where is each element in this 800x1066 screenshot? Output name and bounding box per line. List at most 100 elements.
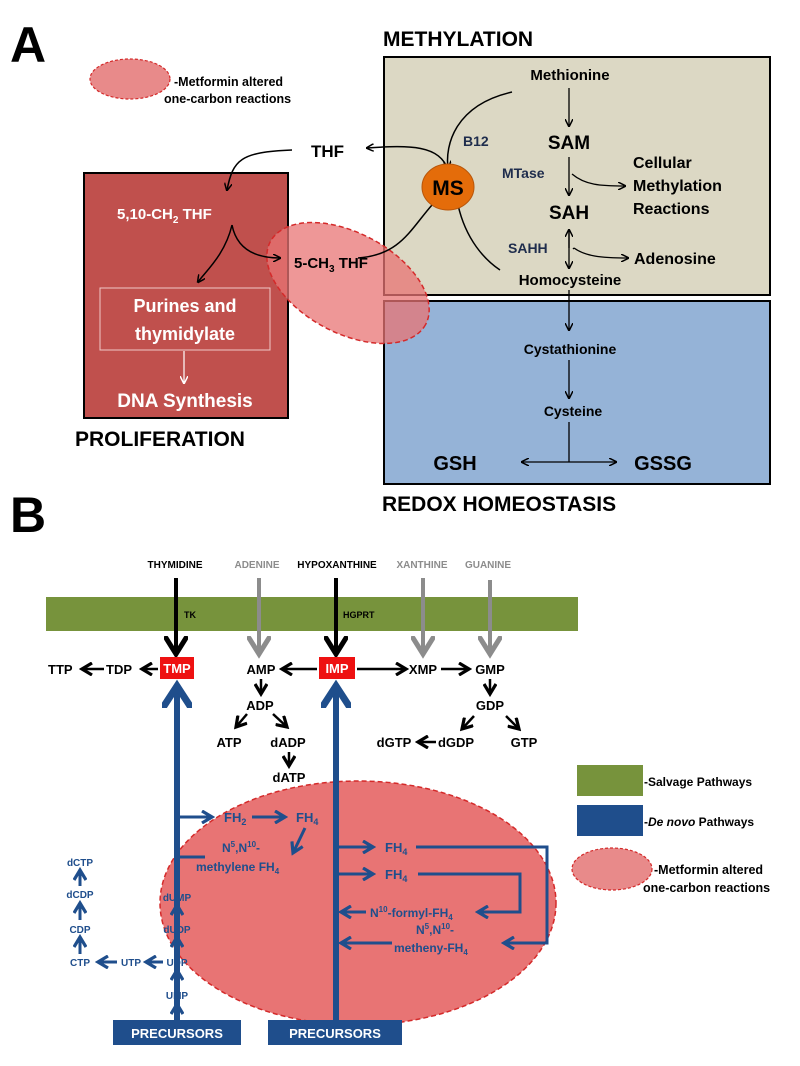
sahh-label: SAHH [508,240,548,256]
arrow-ms-thf [367,147,449,171]
cellular-label-3: Reactions [633,201,710,218]
line-ms-homocysteine [457,204,501,271]
ms-enzyme-circle [421,163,475,211]
gssg-label: GSSG [634,453,692,475]
metformin-region-b [159,780,557,1026]
panel-b-label: B [10,487,46,543]
metheny-label-1: N5,N10- [416,922,454,937]
sah-label: SAH [549,203,589,224]
tk-label: TK [184,610,196,620]
methylene-label-1: N5,N10- [222,840,260,855]
precursors-left-label: PRECURSORS [131,1026,223,1041]
arrow-sahh-adenosine [573,247,628,258]
legend-metformin-b-line2: one-carbon reactions [643,881,770,895]
legend-denovo-swatch [577,805,643,836]
atp-label: ATP [216,735,241,750]
udp-label: UDP [166,958,187,969]
dctp-label: dCTP [67,858,93,869]
gsh-label: GSH [433,453,476,475]
legend-metformin-line2: one-carbon reactions [164,92,291,106]
ctp-label: CTP [70,958,90,969]
purines-box [99,287,271,351]
legend-metformin-b-line1: -Metformin altered [654,863,763,877]
gmp-label: GMP [475,662,505,677]
fh4-b-label: FH4 [385,867,407,884]
redox-box [383,300,771,485]
legend-denovo-label: -De novo Pathways [644,815,754,829]
metformin-region-a [266,221,430,345]
formyl-label: N10-formyl-FH4 [370,905,453,922]
cysteine-label: Cysteine [544,403,603,419]
fh4-label: FH4 [296,810,318,827]
ttp-label: TTP [48,662,73,677]
thf-label: THF [311,142,344,161]
imp-label: IMP [325,661,348,676]
redox-title: REDOX HOMEOSTASIS [382,493,616,516]
methionine-label: Methionine [530,67,609,84]
proliferation-box [83,172,289,419]
arrow-ms-methionine [448,91,513,168]
b12-label: B12 [463,133,489,149]
legend-metformin-b-swatch [571,847,653,891]
cdp-label: CDP [69,925,90,936]
ch3thf-label: 5-CH3 THF [294,255,368,275]
imp-box [319,657,355,679]
datp-label: dATP [273,770,306,785]
arrow-gdp-dgdp [462,715,475,729]
fh4-a-label: FH4 [385,840,407,857]
dna-synthesis-label: DNA Synthesis [117,391,253,412]
hgprt-label: HGPRT [343,610,375,620]
ch2thf-label: 5,10-CH2 THF [117,206,212,226]
dcdp-label: dCDP [66,890,94,901]
sam-label: SAM [548,133,590,154]
gdp-label: GDP [476,698,505,713]
amp-label: AMP [247,662,276,677]
purines-label-1: Purines and [133,296,236,316]
tdp-label: TDP [106,662,132,677]
precursors-right-label: PRECURSORS [289,1026,381,1041]
loop-fh4-formyl [418,872,522,912]
xmp-label: XMP [409,662,438,677]
dadp-label: dADP [270,735,306,750]
cellular-label-1: Cellular [633,155,692,172]
arrow-gdp-gtp [505,715,519,729]
proliferation-title: PROLIFERATION [75,428,245,451]
precursors-left-box [113,1020,241,1045]
hypoxanthine-label: HYPOXANTHINE [297,560,377,571]
arrow-ch2thf-ch3thf [231,224,280,258]
cystathionine-label: Cystathionine [524,341,617,357]
arrow-adenosine-back [572,247,575,250]
mtase-label: MTase [502,165,545,181]
arrow-sam-cellular [571,173,625,186]
ms-label: MS [432,177,464,200]
homocysteine-label: Homocysteine [519,272,622,289]
legend-metformin-swatch [89,58,171,100]
arrow-adp-atp [236,713,248,727]
dgtp-label: dGTP [377,735,412,750]
adenosine-label: Adenosine [634,251,716,268]
utp-label: UTP [121,958,141,969]
fh2-label: FH2 [224,810,246,827]
legend-salvage-label: -Salvage Pathways [644,775,752,789]
ump-label: UMP [166,991,189,1002]
legend-metformin-line1: -Metformin altered [174,75,283,89]
guanine-label: GUANINE [465,560,511,571]
methylene-label-2: methylene FH4 [196,860,280,876]
loop-fh4-metheny [416,845,549,943]
tmp-label: TMP [163,661,191,676]
arrow-ch2thf-purines [198,224,233,282]
thymidine-label: THYMIDINE [148,560,203,571]
dudp-label: dUDP [163,925,191,936]
purines-label-2: thymidylate [135,324,235,344]
cellular-label-2: Methylation [633,178,722,195]
adenine-label: ADENINE [234,560,279,571]
arrow-adp-dadp [272,713,287,727]
arrow-fh4-methylene [293,827,307,853]
adp-label: ADP [246,698,274,713]
xanthine-label: XANTHINE [396,560,447,571]
metheny-label-2: metheny-FH4 [394,941,468,957]
panel-a-label: A [10,17,46,73]
arrow-thf-ch2thf [227,149,293,190]
dump-label: dUMP [163,893,192,904]
